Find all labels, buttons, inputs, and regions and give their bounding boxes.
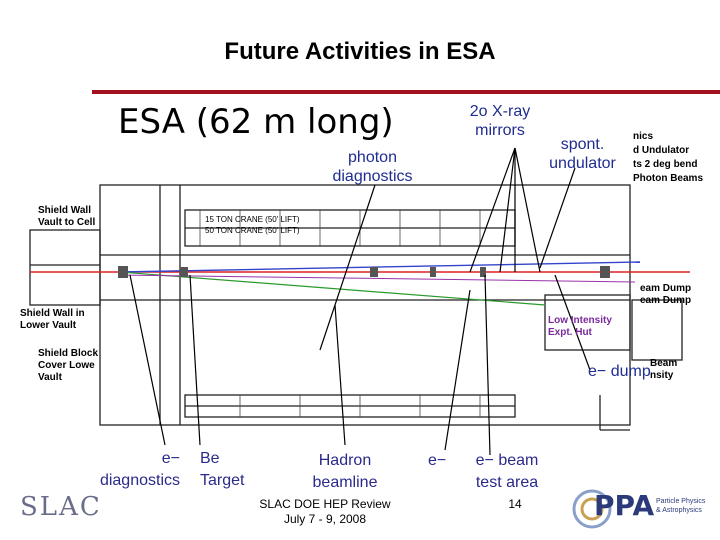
right-label-4: Photon Beams (633, 173, 704, 184)
slac-logo: SLAC (20, 492, 102, 522)
title-rule (92, 90, 720, 94)
secondary-beamline (119, 274, 636, 283)
low-intensity-line-2: Expt. Hut (548, 327, 592, 338)
e-diag-line-1: e− (161, 450, 180, 467)
hadron-line-2: beamline (312, 474, 378, 491)
shield-wall-vault-line-2: Vault to Cell (38, 217, 96, 228)
slide-title: Future Activities in ESA (224, 38, 496, 65)
undulator-callout: spont. undulator (540, 135, 625, 173)
right-label-5: eam Dump (640, 283, 692, 294)
vault-block (29, 229, 101, 306)
beamline-components (118, 266, 610, 278)
ppa-sub-line-2: & Astrophysics (656, 507, 702, 514)
undulator-line-1: spont. (560, 136, 605, 153)
hadron-line-1: Hadron (318, 452, 372, 469)
right-label-1: nics (633, 131, 654, 142)
crane-line-2: 50 TON CRANE (50' LIFT) (205, 226, 300, 235)
hadron-beamline-callout: Hadron beamline (300, 450, 390, 494)
esa-heading: ESA (62 m long) (118, 102, 394, 142)
shield-wall-lower-line-2: Lower Vault (20, 320, 77, 331)
e-dump-callout: e− dump (588, 363, 651, 380)
right-label-8: nsity (650, 370, 674, 381)
photon-beamline (119, 261, 641, 273)
right-label-3: ts 2 deg bend (633, 159, 698, 170)
right-column-labels: nics d Undulator ts 2 deg bend Photon Be… (633, 130, 703, 186)
shield-block-label: Shield Block Cover Lowe Vault (38, 348, 98, 384)
test-area-line-1: e− beam (475, 452, 539, 469)
low-intensity-line-1: Low Intensity (548, 315, 612, 326)
e-diag-line-2: diagnostics (99, 472, 180, 489)
hadron-beamline-line (119, 271, 546, 306)
shield-block-line-2: Cover Lowe (38, 360, 95, 371)
be-target-line-1: Be (200, 450, 220, 467)
shield-wall-vault-label: Shield Wall Vault to Cell (38, 205, 95, 229)
shield-block-line-3: Vault (38, 372, 62, 383)
shield-wall-lower-label: Shield Wall in Lower Vault (20, 308, 85, 332)
photon-diagnostics-callout: photon diagnostics (320, 148, 425, 186)
rail-ticks (199, 210, 481, 417)
right-beam-labels: Beam nsity (650, 358, 677, 382)
e-diagnostics-callout: e− diagnostics (80, 448, 180, 492)
be-target-callout: Be Target (200, 448, 244, 492)
e-beam-test-area-callout: e− beam test area (462, 450, 552, 494)
beam-dump-room (631, 299, 683, 361)
review-line-1: SLAC DOE HEP Review (259, 497, 391, 511)
crane-label: 15 TON CRANE (50' LIFT) 50 TON CRANE (50… (205, 214, 300, 236)
undulator-line-2: undulator (549, 155, 616, 172)
shield-block-line-1: Shield Block (38, 348, 99, 359)
review-line-2: July 7 - 9, 2008 (283, 512, 367, 526)
e-minus-callout: e− (428, 452, 447, 469)
right-label-7: Beam (650, 358, 678, 369)
mirrors-line-2: mirrors (475, 122, 525, 139)
ppa-sub-text: Particle Physics & Astrophysics (656, 497, 705, 515)
shield-wall-lower-line-1: Shield Wall in (20, 308, 85, 319)
be-target-line-2: Target (200, 472, 245, 489)
shield-wall-vault-line-1: Shield Wall (38, 205, 91, 216)
ppa-swirl-icon (572, 489, 612, 529)
review-footer: SLAC DOE HEP Review July 7 - 9, 2008 (250, 497, 400, 527)
right-label-2: d Undulator (633, 145, 690, 156)
photon-diag-line-1: photon (348, 149, 397, 166)
right-label-6: eam Dump (640, 295, 692, 306)
ppa-logo-text: PPA (594, 489, 655, 522)
mirrors-line-1: 2o X-ray (469, 103, 531, 120)
mirrors-callout: 2o X-ray mirrors (450, 102, 550, 140)
ppa-sub-line-1: Particle Physics (656, 498, 706, 505)
crane-line-1: 15 TON CRANE (50' LIFT) (205, 215, 300, 224)
low-intensity-hut-label: Low Intensity Expt. Hut (548, 315, 612, 339)
low-intensity-hut (544, 294, 631, 351)
test-area-line-2: test area (475, 474, 539, 491)
right-dump-labels: eam Dump eam Dump (640, 283, 691, 307)
page-number: 14 (508, 497, 522, 511)
photon-diag-line-2: diagnostics (332, 168, 413, 185)
leader-lines (129, 147, 591, 456)
ppa-logo: PPA Particle Physics & Astrophysics (572, 485, 712, 533)
